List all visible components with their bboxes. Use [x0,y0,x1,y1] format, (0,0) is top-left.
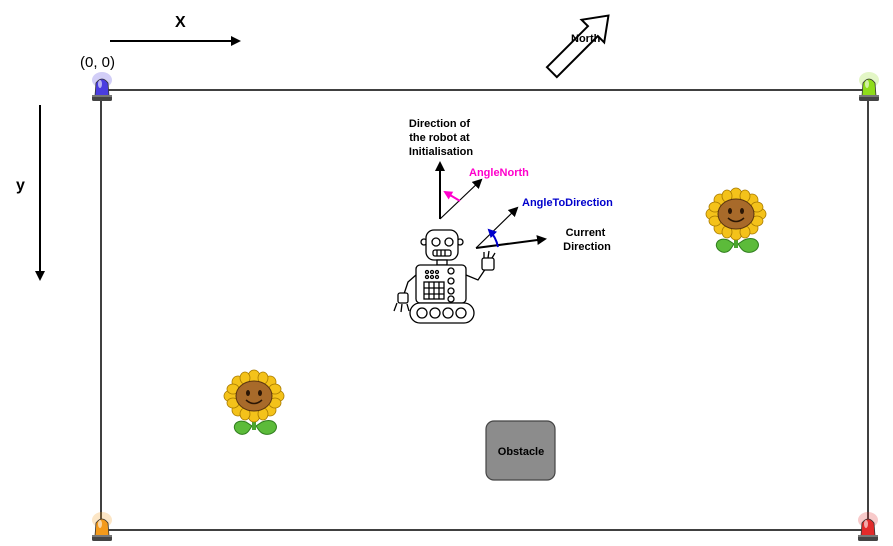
current-direction-arrow [475,235,547,249]
beacon-icon-top-right [858,71,880,102]
x-axis-label: X [175,14,186,31]
angle-north-arc [443,190,461,202]
origin-label: (0, 0) [80,54,115,71]
angle-to-direction-arc [487,228,499,248]
north-label: North [571,33,601,45]
current-direction-label: Current Direction [563,227,611,253]
init-direction-label: Direction of the robot at Initialisation [409,118,473,158]
beacon-icon-bottom-right [857,511,879,542]
obstacle [485,420,556,481]
beacon-icon-bottom-left [91,511,113,542]
sunflower-icon-left [223,369,285,436]
angle-to-direction-label: AngleToDirection [522,197,613,209]
angle-north-label: AngleNorth [469,167,529,179]
y-axis-label: y [16,177,25,194]
arena-border [100,89,869,531]
robot-icon [393,229,496,324]
beacon-icon-top-left [91,71,113,102]
north-arrow-icon [545,14,610,79]
direction-reference-arrow [475,206,519,249]
sunflower-icon-right [705,187,767,254]
north-reference-arrow [439,178,483,220]
obstacle-label: Obstacle [498,446,544,458]
